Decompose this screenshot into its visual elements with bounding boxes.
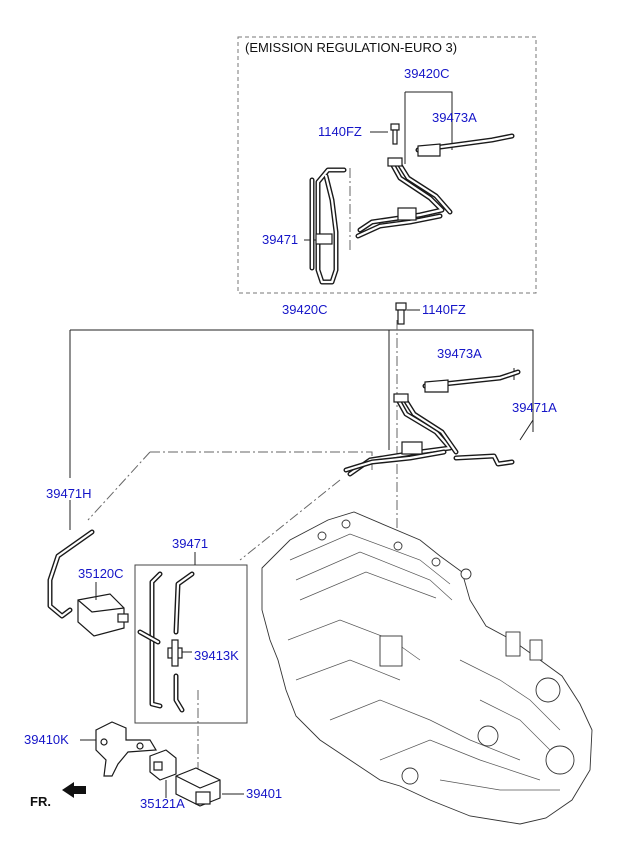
label-39413K: 39413K bbox=[194, 648, 239, 663]
leader-39420C-top-b bbox=[405, 91, 453, 124]
euro3-inset-border bbox=[237, 36, 537, 294]
phantom-line-top bbox=[150, 451, 373, 470]
detail-box-39471 bbox=[134, 552, 248, 724]
engine-block bbox=[261, 511, 593, 825]
pipe-assembly-top bbox=[355, 157, 453, 239]
label-39473A-top: 39473A bbox=[432, 110, 477, 125]
part-35121a bbox=[149, 749, 177, 798]
bolt-1140fz bbox=[395, 302, 407, 325]
valve-39401 bbox=[175, 767, 244, 807]
label-39420C: 39420C bbox=[282, 302, 328, 317]
front-arrow-icon bbox=[62, 782, 86, 798]
label-39420C-top: 39420C bbox=[404, 66, 450, 81]
label-39471H: 39471H bbox=[46, 486, 92, 501]
hose-39473a bbox=[422, 369, 521, 393]
label-39473A: 39473A bbox=[437, 346, 482, 361]
main-leaders bbox=[69, 309, 534, 780]
hose-39471-top bbox=[309, 167, 347, 285]
label-39471: 39471 bbox=[172, 536, 208, 551]
hose-39471h bbox=[47, 529, 95, 619]
bolt-1140fz-top bbox=[390, 123, 400, 145]
detail-box-border bbox=[134, 564, 248, 724]
label-39410K: 39410K bbox=[24, 732, 69, 747]
front-label: FR. bbox=[30, 794, 51, 809]
label-35121A: 35121A bbox=[140, 796, 185, 811]
label-39471A: 39471A bbox=[512, 400, 557, 415]
phantom-line-left bbox=[87, 451, 151, 521]
solenoid-35120c bbox=[77, 582, 129, 637]
front-direction-indicator: FR. bbox=[30, 782, 86, 809]
label-39471-top: 39471 bbox=[262, 232, 298, 247]
hose-39473a-top bbox=[415, 133, 515, 157]
hose-39471-detail bbox=[137, 571, 195, 713]
euro3-header-note: (EMISSION REGULATION-EURO 3) bbox=[245, 40, 457, 55]
hose-39471a bbox=[453, 453, 515, 467]
pipe-assembly-39420c bbox=[343, 393, 459, 477]
label-1140FZ: 1140FZ bbox=[422, 302, 466, 317]
leader-39420C-main bbox=[70, 329, 534, 432]
label-35120C: 35120C bbox=[78, 566, 124, 581]
label-39401: 39401 bbox=[246, 786, 282, 801]
connector-39413k bbox=[167, 639, 183, 667]
bracket-39410k bbox=[80, 721, 158, 777]
leader-39471A bbox=[519, 419, 534, 441]
phantom-line-diag bbox=[239, 479, 341, 561]
euro3-inset: (EMISSION REGULATION-EURO 3) bbox=[237, 36, 537, 294]
label-1140FZ-top: 1140FZ bbox=[318, 124, 362, 139]
